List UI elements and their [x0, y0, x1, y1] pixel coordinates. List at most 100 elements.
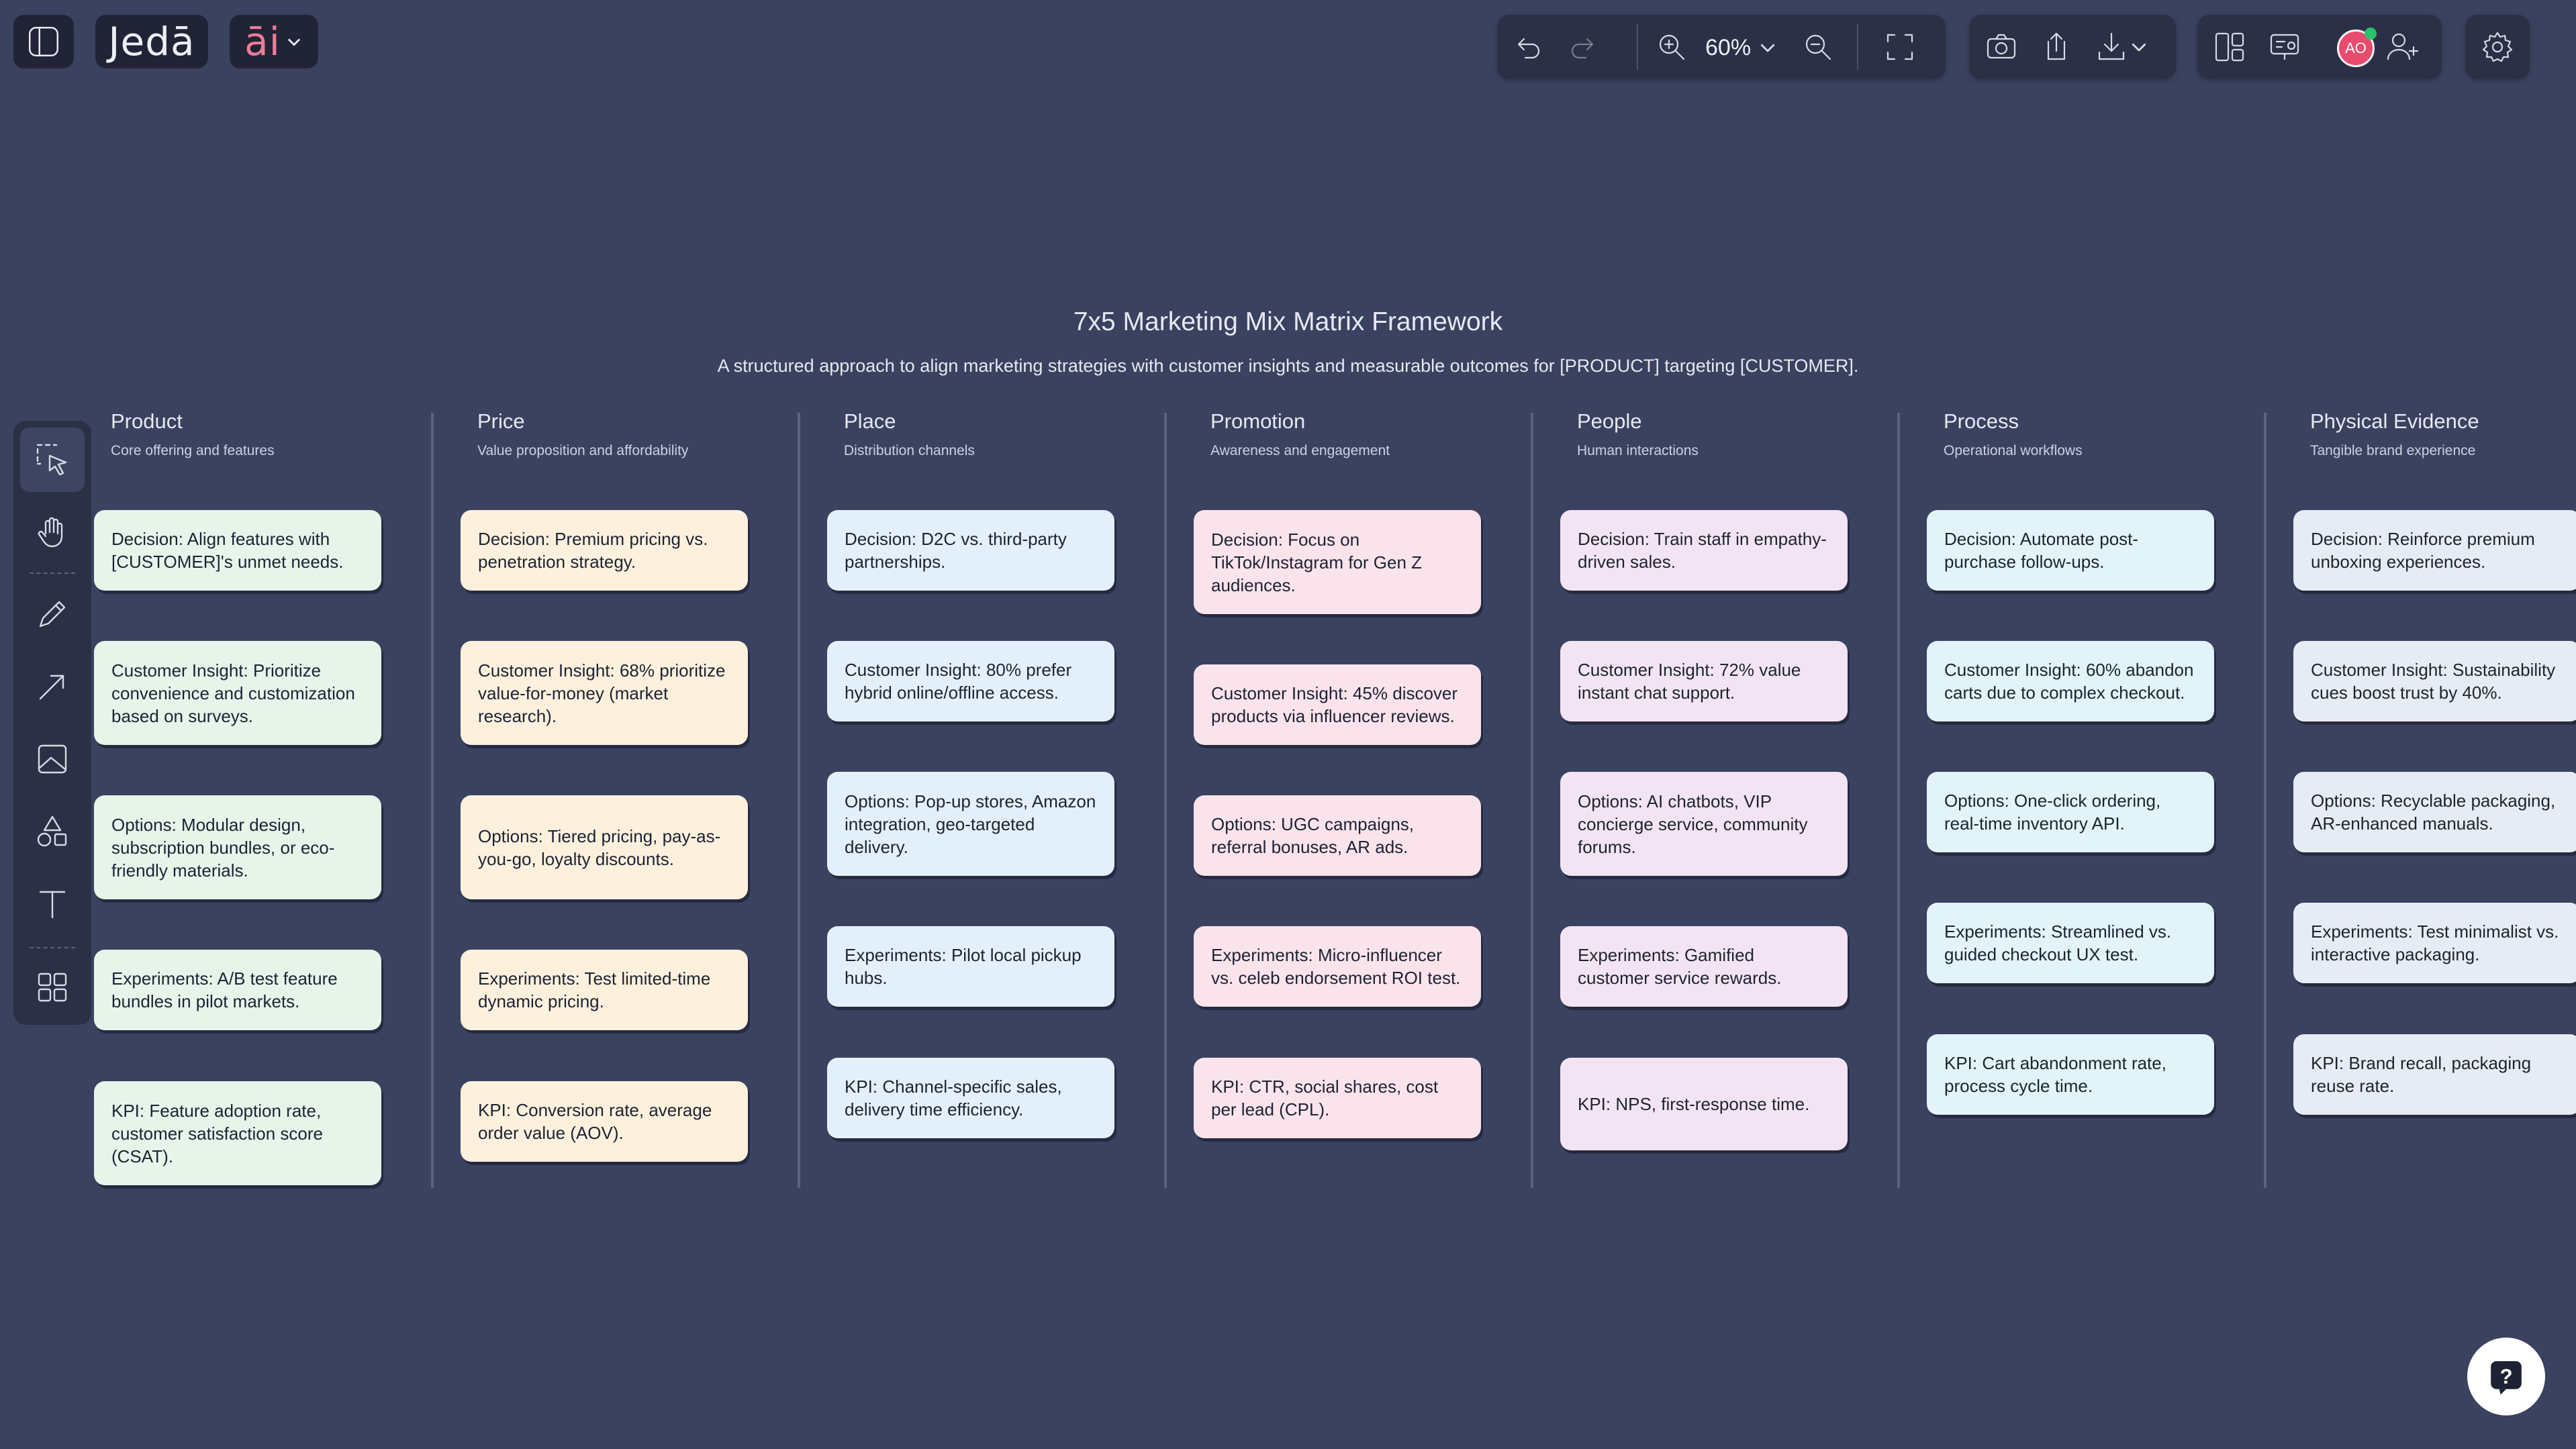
- share-button[interactable]: [2039, 30, 2074, 64]
- chevron-down-icon: [287, 38, 300, 46]
- sticky-card[interactable]: Customer Insight: 68% prioritize value-f…: [461, 641, 748, 745]
- column-divider: [1897, 413, 1900, 1188]
- fullscreen-button[interactable]: [1882, 30, 1917, 64]
- sticky-card[interactable]: Experiments: A/B test feature bundles in…: [94, 950, 381, 1030]
- redo-button[interactable]: [1566, 30, 1601, 64]
- arrow-tool[interactable]: [20, 654, 85, 719]
- sticky-card[interactable]: Experiments: Gamified customer service r…: [1560, 926, 1848, 1007]
- sticky-card[interactable]: Experiments: Streamlined vs. guided chec…: [1927, 903, 2214, 983]
- sidebar-divider: [30, 947, 75, 948]
- sticky-card[interactable]: Customer Insight: 80% prefer hybrid onli…: [827, 641, 1114, 721]
- column-description: Core offering and features: [111, 443, 275, 458]
- avatar-initials: AO: [2345, 40, 2367, 56]
- sticky-card[interactable]: Decision: Automate post-purchase follow-…: [1927, 510, 2214, 591]
- zoom-out-button[interactable]: [1801, 30, 1835, 64]
- sticky-card[interactable]: Customer Insight: 45% discover products …: [1194, 664, 1481, 745]
- invite-user-button[interactable]: [2385, 30, 2420, 64]
- chevron-down-icon: [1760, 44, 1775, 52]
- zoom-level-dropdown[interactable]: 60%: [1705, 32, 1778, 63]
- zoom-out-icon: [1805, 34, 1831, 60]
- fullscreen-icon: [1887, 34, 1913, 60]
- sticky-card[interactable]: Customer Insight: 60% abandon carts due …: [1927, 641, 2214, 721]
- sticky-card[interactable]: Experiments: Micro-influencer vs. celeb …: [1194, 926, 1481, 1007]
- zoom-level: 60%: [1705, 34, 1752, 60]
- share-upload-icon: [2047, 32, 2066, 60]
- pen-tool[interactable]: [20, 582, 85, 646]
- templates-tool[interactable]: [20, 955, 85, 1019]
- settings-button[interactable]: [2465, 15, 2530, 79]
- sticky-card[interactable]: KPI: NPS, first-response time.: [1560, 1058, 1848, 1150]
- sticky-card[interactable]: KPI: Brand recall, packaging reuse rate.: [2293, 1034, 2576, 1115]
- ai-menu-button[interactable]: āi: [230, 15, 318, 68]
- jeda-logo[interactable]: Jedā: [95, 15, 208, 68]
- export-toolbar: [1969, 15, 2176, 79]
- sticky-card[interactable]: Decision: Align features with [CUSTOMER]…: [94, 510, 381, 591]
- sticky-card[interactable]: Decision: D2C vs. third-party partnershi…: [827, 510, 1114, 591]
- sidebar-divider: [30, 572, 75, 574]
- help-icon: ?: [2491, 1361, 2522, 1395]
- user-avatar[interactable]: AO: [2337, 28, 2377, 67]
- sticky-card[interactable]: Options: Tiered pricing, pay-as-you-go, …: [461, 795, 748, 899]
- sticky-card[interactable]: Experiments: Test minimalist vs. interac…: [2293, 903, 2576, 983]
- layout-button[interactable]: [2212, 30, 2247, 64]
- sticky-card[interactable]: Options: UGC campaigns, referral bonuses…: [1194, 795, 1481, 876]
- help-button[interactable]: ?: [2467, 1338, 2545, 1415]
- sticky-card[interactable]: Options: Recyclable packaging, AR-enhanc…: [2293, 772, 2576, 852]
- sticky-card[interactable]: Customer Insight: Prioritize convenience…: [94, 641, 381, 745]
- undo-button[interactable]: [1511, 30, 1545, 64]
- sidebar-panel-icon: [28, 26, 59, 57]
- column-description: Value proposition and affordability: [477, 443, 689, 458]
- gear-icon: [2482, 32, 2513, 62]
- sticky-card[interactable]: Decision: Reinforce premium unboxing exp…: [2293, 510, 2576, 591]
- sticky-card[interactable]: KPI: Channel-specific sales, delivery ti…: [827, 1058, 1114, 1138]
- present-button[interactable]: [2267, 30, 2302, 64]
- image-icon: [38, 744, 67, 774]
- sticky-card[interactable]: KPI: CTR, social shares, cost per lead (…: [1194, 1058, 1481, 1138]
- column-title: Promotion: [1210, 409, 1306, 433]
- board-subtitle: A structured approach to align marketing…: [717, 356, 1859, 376]
- sticky-card[interactable]: Customer Insight: 72% value instant chat…: [1560, 641, 1848, 721]
- sticky-card[interactable]: KPI: Feature adoption rate, customer sat…: [94, 1081, 381, 1185]
- image-tool[interactable]: [20, 727, 85, 791]
- sticky-card[interactable]: Experiments: Pilot local pickup hubs.: [827, 926, 1114, 1007]
- sticky-card[interactable]: Decision: Premium pricing vs. penetratio…: [461, 510, 748, 591]
- column-title: People: [1577, 409, 1642, 433]
- pan-tool[interactable]: [20, 500, 85, 564]
- sticky-card[interactable]: Options: One-click ordering, real-time i…: [1927, 772, 2214, 852]
- sticky-card[interactable]: Decision: Focus on TikTok/Instagram for …: [1194, 510, 1481, 614]
- sticky-card[interactable]: KPI: Conversion rate, average order valu…: [461, 1081, 748, 1162]
- chevron-down-icon: [2132, 43, 2146, 52]
- column-title: Product: [111, 409, 183, 433]
- column-divider: [2264, 413, 2267, 1188]
- snapshot-button[interactable]: [1984, 30, 2019, 64]
- board-title: 7x5 Marketing Mix Matrix Framework: [1073, 307, 1503, 336]
- column-divider: [431, 413, 434, 1188]
- zoom-in-button[interactable]: [1654, 30, 1689, 64]
- shapes-tool[interactable]: [20, 799, 85, 864]
- sticky-card[interactable]: Experiments: Test limited-time dynamic p…: [461, 950, 748, 1030]
- sticky-card[interactable]: Customer Insight: Sustainability cues bo…: [2293, 641, 2576, 721]
- column-description: Operational workflows: [1944, 443, 2083, 458]
- sticky-card[interactable]: KPI: Cart abandonment rate, process cycl…: [1927, 1034, 2214, 1115]
- sticky-card[interactable]: Decision: Train staff in empathy-driven …: [1560, 510, 1848, 591]
- column-title: Place: [844, 409, 896, 433]
- svg-text:?: ?: [2499, 1364, 2512, 1388]
- text-tool[interactable]: [20, 872, 85, 936]
- text-icon: [39, 891, 66, 919]
- sticky-card[interactable]: Options: AI chatbots, VIP concierge serv…: [1560, 772, 1848, 876]
- shapes-icon: [37, 815, 67, 847]
- column-divider: [1164, 413, 1167, 1188]
- view-toolbar: 60%: [1497, 15, 1946, 79]
- download-button[interactable]: [2094, 30, 2149, 64]
- sticky-card[interactable]: Options: Modular design, subscription bu…: [94, 795, 381, 899]
- select-tool[interactable]: [20, 428, 85, 492]
- column-title: Physical Evidence: [2310, 409, 2479, 433]
- sticky-card[interactable]: Options: Pop-up stores, Amazon integrati…: [827, 772, 1114, 876]
- column-description: Human interactions: [1577, 443, 1699, 458]
- sidebar-toggle-button[interactable]: [13, 15, 74, 68]
